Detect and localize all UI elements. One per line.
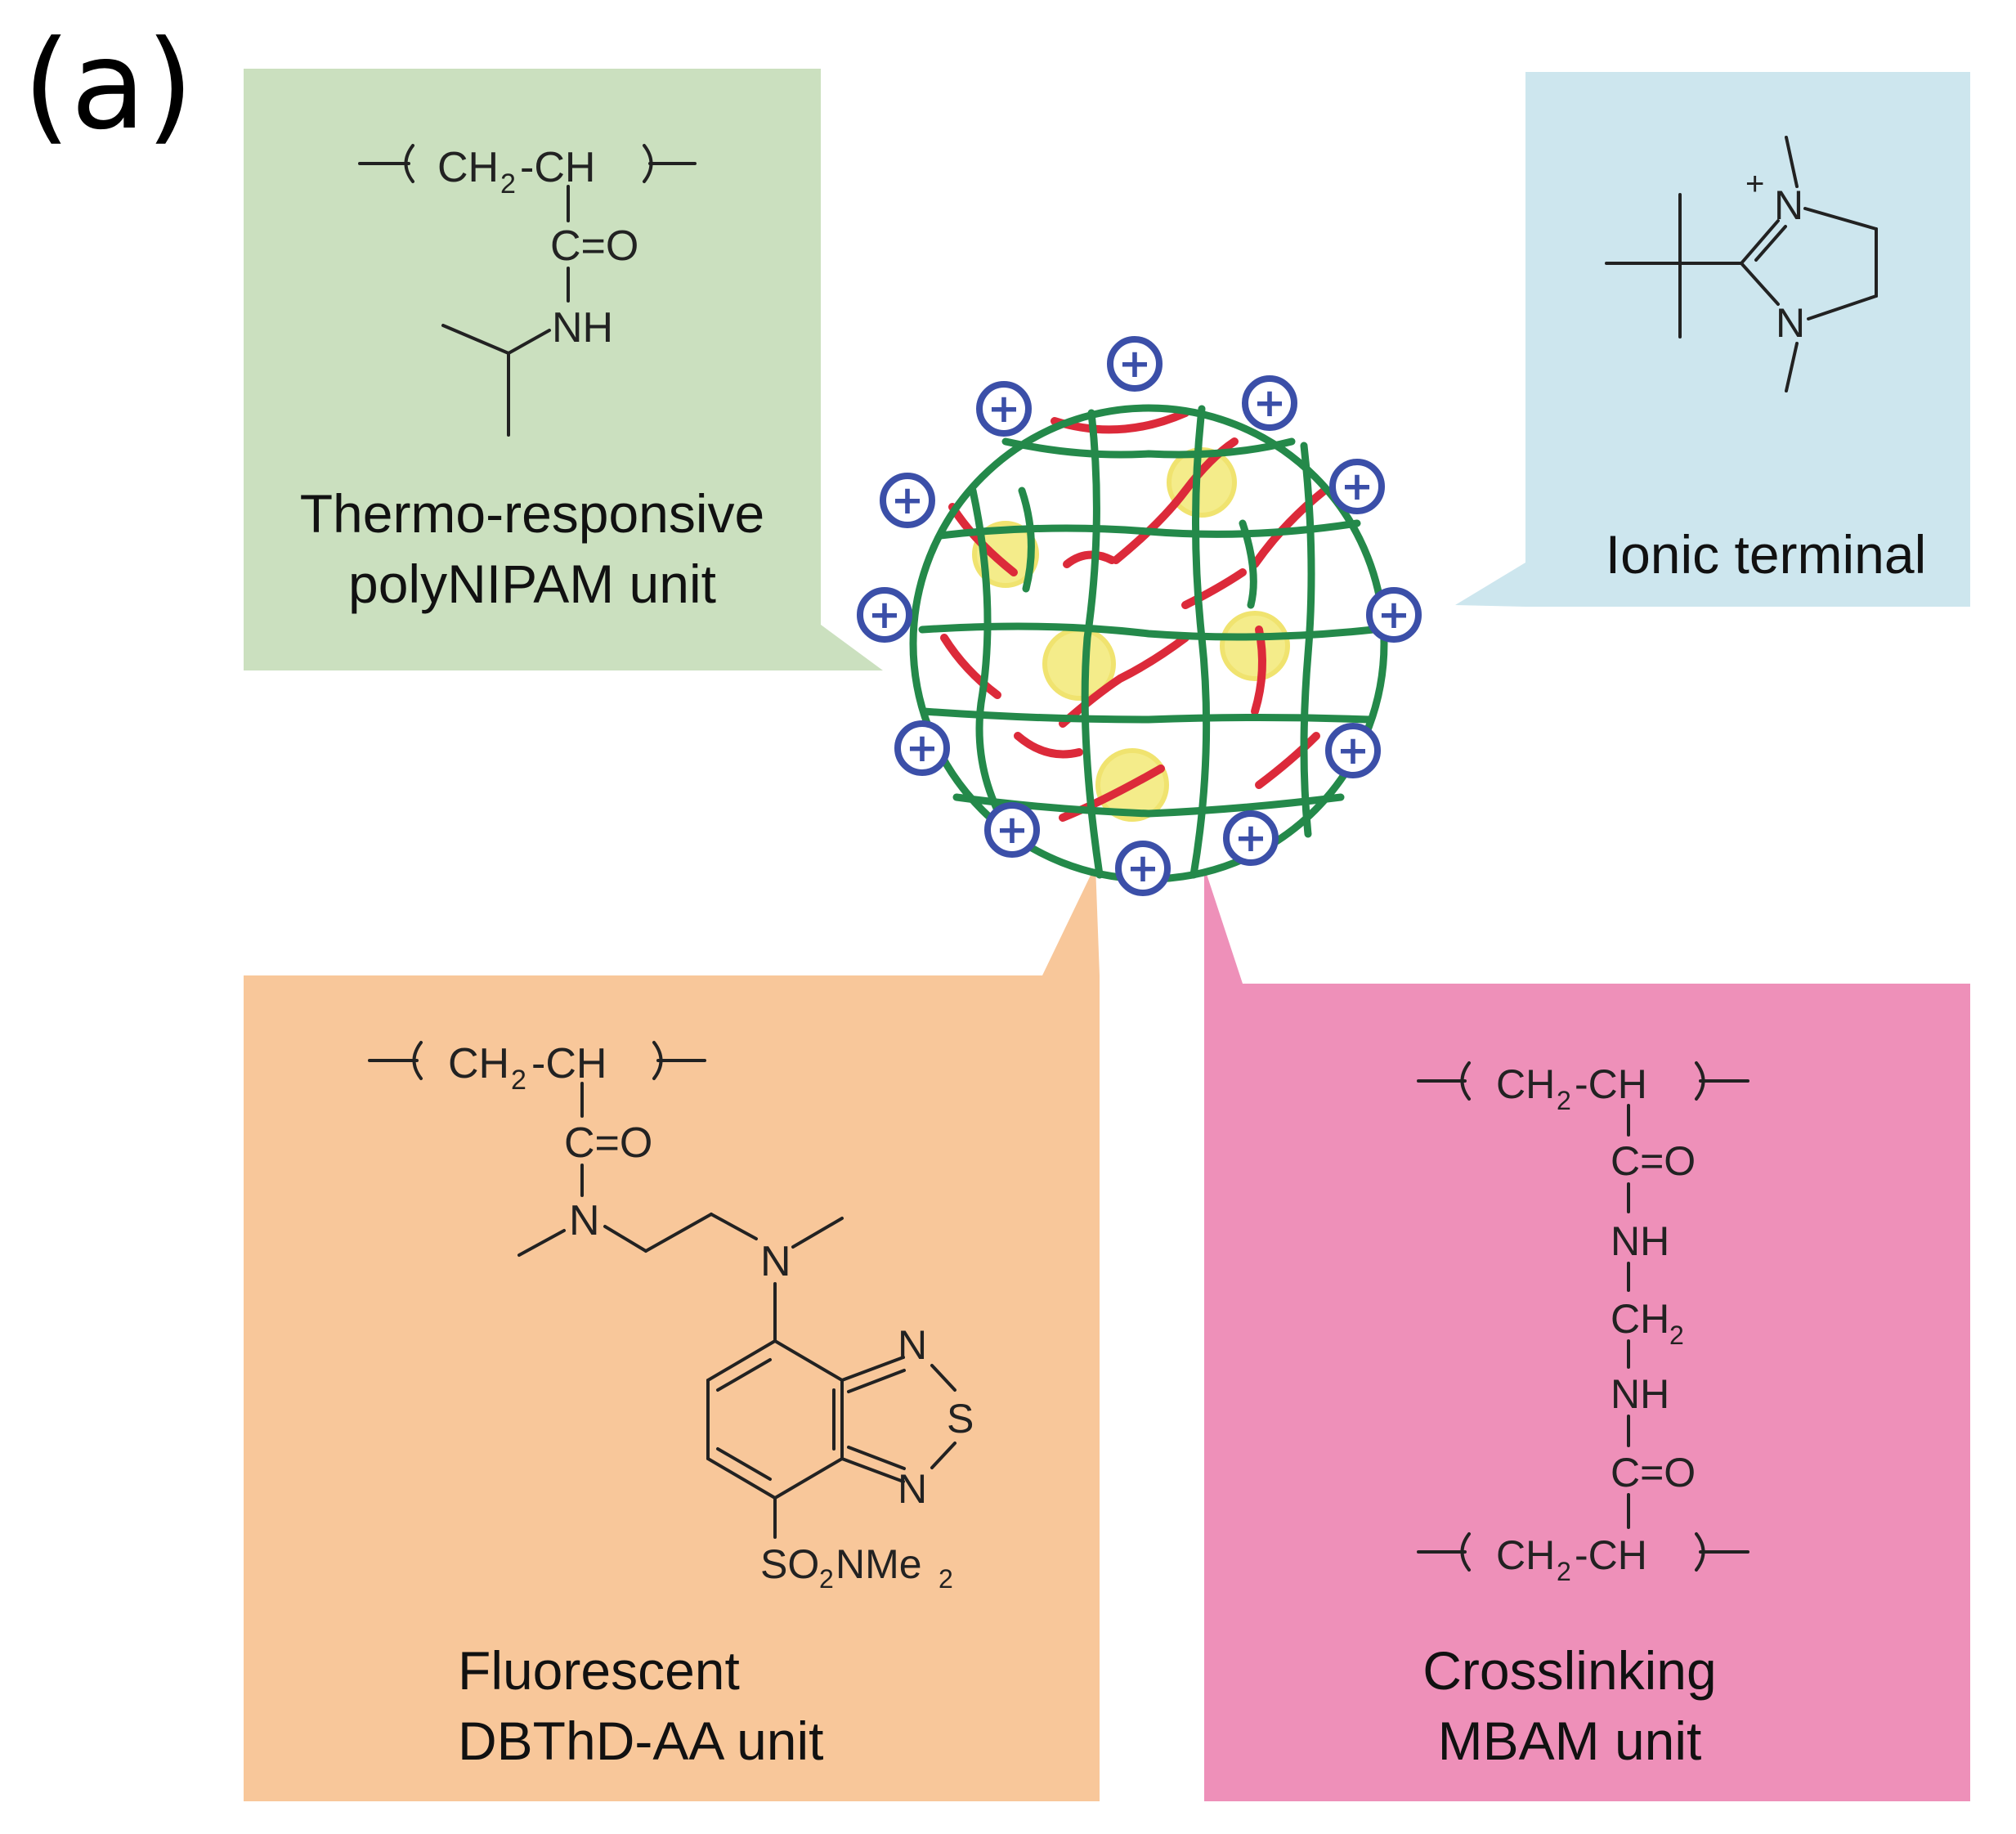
dbthd-carbonyl: C=O: [564, 1119, 652, 1167]
positive-charge-symbol: +: [906, 725, 939, 771]
panel-label: (a): [23, 15, 194, 157]
positive-charge-symbol: +: [1118, 341, 1151, 387]
mbam-carbonyl-bottom: C=O: [1611, 1450, 1696, 1495]
positive-charge-icon: [984, 802, 1040, 858]
positive-charge-symbol: +: [891, 478, 924, 523]
mbam-methylene-sub2: 2: [1669, 1321, 1684, 1350]
positive-charge-icon: [880, 473, 935, 528]
positive-charge-icon: [1107, 336, 1163, 392]
polynipam-caption: Thermo-responsive polyNIPAM unit: [244, 478, 821, 619]
dbthd-so2: SO: [760, 1541, 819, 1587]
dbthd-ring-n-top: N: [898, 1322, 927, 1368]
dbthd-n1: N: [569, 1197, 600, 1244]
pink-callout: [1204, 867, 1970, 1801]
dbthd-nme-sub: 2: [939, 1564, 953, 1594]
nipam-structure: CH 2 -CH C=O NH: [358, 144, 697, 437]
dbthd-structure: CH 2 -CH C=O N N N S N SO 2 NMe 2: [368, 1040, 974, 1594]
blue-callout: [1455, 72, 1970, 607]
mbam-bottom-ch2: CH: [1496, 1532, 1555, 1578]
dbthd-caption-line2: DBThD-AA unit: [458, 1711, 824, 1771]
crosslink-network: [918, 405, 1378, 879]
imid-n: N: [1776, 300, 1805, 346]
polynipam-caption-line2: polyNIPAM unit: [348, 554, 716, 614]
mbam-bottom-ch: -CH: [1575, 1532, 1647, 1578]
positive-charge-icon: [1115, 841, 1171, 896]
positive-charge-symbol: +: [1127, 845, 1159, 891]
orange-callout: [244, 865, 1100, 1801]
orange-box: [244, 865, 1100, 1801]
pink-box: [1204, 867, 1243, 984]
dbthd-nme: NMe: [836, 1541, 922, 1587]
imid-n-plus: N: [1774, 182, 1803, 228]
mbam-carbonyl-top: C=O: [1611, 1138, 1696, 1184]
nipam-carbonyl: C=O: [550, 222, 638, 270]
nipam-ch2: CH: [437, 144, 499, 191]
mbam-amide-top: NH: [1611, 1218, 1669, 1264]
nipam-sub2: 2: [500, 168, 516, 200]
green-box: [244, 69, 883, 670]
positive-charge-icon: [1223, 810, 1279, 866]
mbam-methylene: CH: [1611, 1296, 1669, 1342]
positive-charge-icon: [894, 720, 950, 776]
polynipam-caption-line1: Thermo-responsive: [299, 483, 765, 544]
positive-charge-symbol: +: [988, 386, 1020, 432]
imid-plus-charge: +: [1745, 166, 1764, 202]
fluorophore-spots: [972, 447, 1290, 822]
dbthd-ring-n-bottom: N: [898, 1466, 927, 1512]
positive-charge-icon: [857, 587, 912, 643]
microgel-particle: [909, 404, 1388, 883]
pink-box: [1204, 984, 1970, 1801]
dbthd-caption-line1: Fluorescent: [458, 1640, 740, 1701]
dbthd-so2-sub: 2: [819, 1564, 834, 1594]
dbthd-ring-s: S: [947, 1396, 974, 1442]
blue-box: [1455, 72, 1970, 607]
positive-charge-symbol: +: [1337, 728, 1369, 774]
positive-charge-icon: [1329, 459, 1385, 514]
positive-charge-icon: [1242, 375, 1297, 431]
positive-charge-icon: [1325, 723, 1381, 778]
positive-charge-symbol: +: [1378, 592, 1410, 638]
positive-charge-symbol: +: [1234, 815, 1267, 861]
green-callout: [244, 69, 883, 670]
ionic-terminal-caption-line: Ionic terminal: [1605, 524, 1927, 585]
positive-charge-symbol: +: [1341, 464, 1373, 509]
mbam-top-ch2: CH: [1496, 1061, 1555, 1107]
mbam-top-ch: -CH: [1575, 1061, 1647, 1107]
dbthd-sub2: 2: [511, 1065, 526, 1096]
nipam-ch: -CH: [520, 144, 595, 191]
mbam-top-sub2: 2: [1557, 1086, 1571, 1115]
positive-charge-symbol: +: [1253, 380, 1286, 426]
surface-charges: + + + + + + + + + + + +: [857, 336, 1422, 896]
positive-charge-symbol: +: [996, 807, 1028, 853]
imidazolinium-structure: N + N: [1605, 136, 1878, 392]
dbthd-n2: N: [760, 1238, 791, 1285]
ionic-terminal-caption: Ionic terminal: [1553, 519, 1978, 590]
mbam-caption-line2: MBAM unit: [1437, 1711, 1702, 1771]
mbam-amide-bottom: NH: [1611, 1371, 1669, 1417]
dbthd-caption: Fluorescent DBThD-AA unit: [458, 1635, 916, 1776]
positive-charge-icon: [976, 381, 1032, 437]
mbam-bottom-sub2: 2: [1557, 1557, 1571, 1586]
mbam-caption-line1: Crosslinking: [1422, 1640, 1717, 1701]
nipam-amide: NH: [552, 304, 613, 352]
mbam-structure: CH 2 -CH C=O NH CH 2 NH C=O CH 2 -CH: [1417, 1061, 1749, 1586]
mbam-caption: Crosslinking MBAM unit: [1308, 1635, 1831, 1776]
dbthd-ch: -CH: [531, 1040, 607, 1087]
positive-charge-icon: [1366, 587, 1422, 643]
positive-charge-symbol: +: [868, 592, 901, 638]
dbthd-ch2: CH: [448, 1040, 509, 1087]
